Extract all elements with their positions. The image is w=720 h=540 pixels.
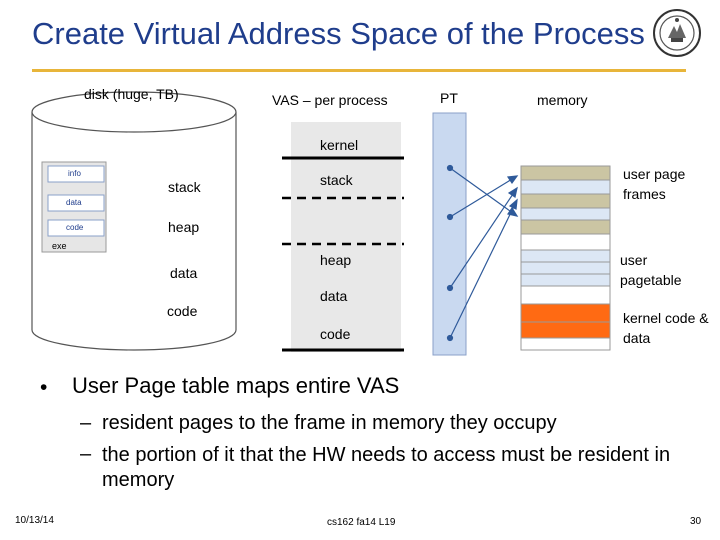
exe-label: exe — [52, 241, 67, 251]
footer-date: 10/13/14 — [15, 515, 54, 526]
mapping-arrows — [446, 164, 519, 342]
memory-column — [520, 165, 611, 351]
sub-bullet-dash-icon: – — [80, 443, 92, 465]
disk-region-stack: stack — [168, 179, 201, 195]
vas-header: VAS – per process — [272, 92, 388, 108]
memory-label-kernel: kernel code & data — [623, 310, 709, 346]
exe-section-info: info — [68, 169, 81, 178]
sub-bullet-1: resident pages to the frame in memory th… — [102, 412, 557, 434]
memory-header: memory — [537, 92, 588, 108]
disk-region-code: code — [167, 303, 198, 319]
sub-bullet-2: the portion of it that the HW needs to a… — [102, 444, 671, 491]
vas-region-heap: heap — [320, 252, 352, 268]
pt-header: PT — [440, 90, 458, 106]
page-table-column — [432, 112, 467, 356]
memory-label-user-frames: user page frames — [623, 166, 686, 202]
disk-region-heap: heap — [168, 219, 200, 235]
footer-page-number: 30 — [690, 516, 702, 527]
exe-section-code: code — [66, 223, 84, 232]
vas-region-code: code — [320, 326, 351, 342]
sub-bullet-dash-icon: – — [80, 412, 92, 434]
bullet-dot-icon: • — [40, 376, 48, 399]
university-seal-icon — [653, 9, 701, 57]
footer-course: cs162 fa14 L19 — [327, 517, 396, 528]
bullet-main: User Page table maps entire VAS — [72, 373, 400, 398]
vas-region-kernel: kernel — [320, 137, 359, 153]
vas-column — [291, 122, 401, 352]
disk-region-data: data — [170, 265, 198, 281]
vas-region-stack: stack — [320, 172, 353, 188]
slide-title: Create Virtual Address Space of the Proc… — [32, 16, 645, 51]
memory-label-user-pagetable: user pagetable — [620, 252, 682, 288]
title-rule — [32, 69, 686, 72]
disk-header: disk (huge, TB) — [84, 86, 179, 102]
exe-file — [41, 161, 107, 253]
vas-region-data: data — [320, 288, 348, 304]
exe-section-data: data — [66, 198, 82, 207]
